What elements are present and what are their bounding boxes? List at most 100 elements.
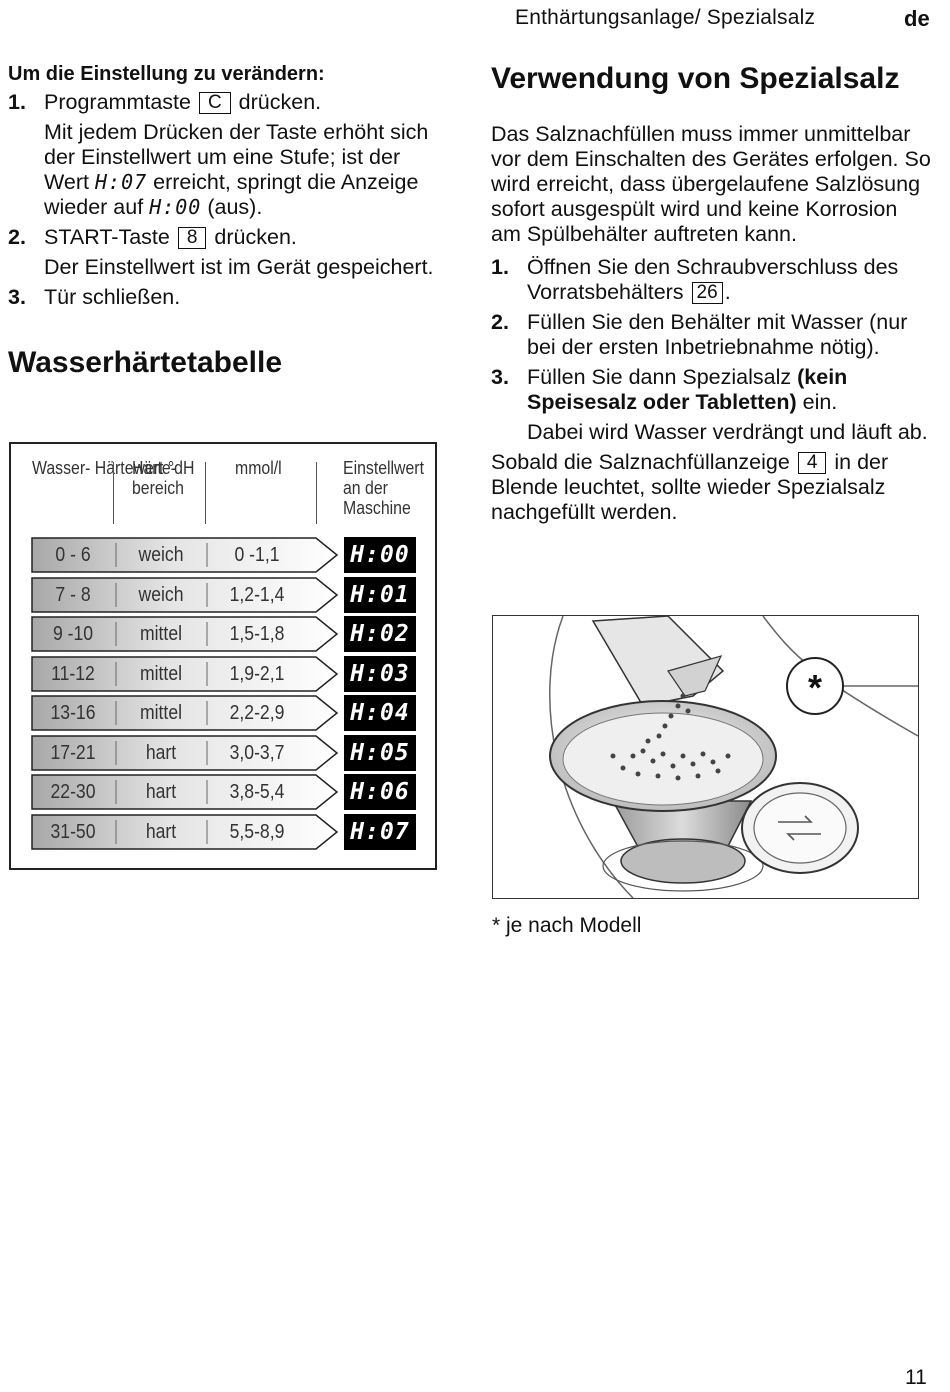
left-step-2: 2. START-Taste 8 drücken. Der Einstellwe… xyxy=(8,225,448,280)
page-number: 11 xyxy=(905,1366,927,1389)
program-key-c: C xyxy=(198,92,231,114)
start-key-8: 8 xyxy=(177,227,207,249)
row-arrow-shape xyxy=(31,774,339,810)
footnote: * je nach Modell xyxy=(492,914,642,937)
header-setting: Einstellwert an der Maschine xyxy=(343,458,424,518)
step-text: Tür schließen. xyxy=(44,285,181,309)
water-hardness-table: Wasser- Härtewert °dH Härte- bereich mmo… xyxy=(9,442,437,870)
setting-display: H:00 xyxy=(344,537,416,573)
step-number: 2. xyxy=(491,310,509,334)
setting-display: H:06 xyxy=(344,774,416,810)
table-row: 13-16 mittel 2,2-2,9 H:04 xyxy=(11,695,431,731)
left-step-3: 3. Tür schließen. xyxy=(8,285,448,310)
step-text: . xyxy=(724,280,731,304)
cell-dh: 31-50 xyxy=(50,820,96,843)
row-arrow-shape xyxy=(31,537,339,573)
setting-display: H:04 xyxy=(344,695,416,731)
cell-range: mittel xyxy=(139,662,183,685)
cell-range: hart xyxy=(145,781,177,803)
step-number: 3. xyxy=(491,365,509,389)
cell-mmol: 3,0-3,7 xyxy=(229,741,285,764)
step-text: Füllen Sie den Behälter mit Wasser (nur … xyxy=(527,310,908,359)
cell-dh: 7 - 8 xyxy=(55,583,91,606)
asterisk-marker: * xyxy=(808,667,822,708)
step-warning: (kein Speisesalz oder Tabletten) xyxy=(527,365,848,414)
cell-mmol: 1,5-1,8 xyxy=(229,623,285,645)
closing-text: Sobald die Salznachfüllanzeige xyxy=(491,450,790,474)
table-row: 22-30 hart 3,8-5,4 H:06 xyxy=(11,774,431,810)
step-text: Öffnen Sie den Schraubverschluss des Vor… xyxy=(527,255,899,304)
row-arrow-shape xyxy=(31,695,339,731)
row-arrow-shape xyxy=(31,655,339,692)
cell-range: hart xyxy=(145,741,177,764)
salt-indicator-ref-4: 4 xyxy=(797,452,827,474)
cell-dh: 13-16 xyxy=(50,702,96,724)
step-detail: Der Einstellwert ist im Gerät gespeicher… xyxy=(44,255,434,279)
closing-text: in der Blende leuchtet, sollte wieder Sp… xyxy=(491,450,889,524)
reservoir-ref-26: 26 xyxy=(691,282,723,304)
right-step-3: 3. Füllen Sie dann Spezialsalz (kein Spe… xyxy=(491,365,931,445)
cell-mmol: 2,2-2,9 xyxy=(229,702,285,724)
header-divider xyxy=(316,462,317,524)
left-step-1: 1. Programmtaste C drücken. Mit jedem Dr… xyxy=(8,90,448,220)
step-text: Füllen Sie dann Spezialsalz xyxy=(527,365,792,389)
salt-grains xyxy=(610,693,731,781)
cell-dh: 0 - 6 xyxy=(55,544,91,566)
funnel-drawing: * xyxy=(493,616,918,898)
cell-dh: 9 -10 xyxy=(52,623,94,645)
arrows-icon xyxy=(778,815,821,841)
header-hardness-range: Härte- bereich xyxy=(132,458,184,498)
step-number: 1. xyxy=(8,90,26,114)
section-heading: Verwendung von Spezialsalz xyxy=(491,62,900,95)
cell-mmol: 0 -1,1 xyxy=(234,544,280,566)
cell-mmol: 3,8-5,4 xyxy=(229,781,285,803)
right-step-1: 1. Öffnen Sie den Schraubverschluss des … xyxy=(491,255,931,305)
cell-range: mittel xyxy=(139,702,183,724)
setting-display: H:03 xyxy=(344,655,416,692)
table-row: 7 - 8 weich 1,2-1,4 H:01 xyxy=(11,576,431,613)
step-number: 1. xyxy=(491,255,509,279)
cell-mmol: 1,2-1,4 xyxy=(229,583,285,606)
step-text: drücken. xyxy=(238,90,322,114)
step-detail: erreicht, springt die Anzeige wieder auf xyxy=(44,170,419,219)
left-column: Um die Einstellung zu verändern: 1. Prog… xyxy=(8,62,448,380)
step-text: drücken. xyxy=(214,225,297,249)
setting-display: H:02 xyxy=(344,616,416,652)
running-header-title: Enthärtungsanlage/ Spezialsalz xyxy=(515,6,816,29)
instruction-subheading: Um die Einstellung zu verändern: xyxy=(8,63,325,85)
row-arrow-shape xyxy=(31,734,339,771)
cell-dh: 22-30 xyxy=(50,781,96,803)
step-number: 2. xyxy=(8,225,26,249)
step-detail: Dabei wird Wasser verdrängt und läuft ab… xyxy=(527,420,928,444)
setting-display: H:01 xyxy=(344,576,416,613)
setting-display: H:05 xyxy=(344,734,416,771)
step-text: Programmtaste xyxy=(44,90,191,114)
display-value: H:07 xyxy=(94,170,148,194)
cell-mmol: 1,9-2,1 xyxy=(229,662,285,685)
right-column: Verwendung von Spezialsalz Das Salznachf… xyxy=(491,62,931,533)
cell-range: mittel xyxy=(139,623,183,645)
cell-mmol: 5,5-8,9 xyxy=(229,820,285,843)
row-arrow-shape xyxy=(31,616,339,652)
step-detail: Mit jedem Drücken der Taste erhöht sich … xyxy=(44,120,429,194)
table-row: 31-50 hart 5,5-8,9 H:07 xyxy=(11,813,431,850)
row-arrow-shape xyxy=(31,576,339,613)
intro-paragraph: Das Salznachfüllen muss immer unmittelba… xyxy=(491,122,931,246)
header-divider xyxy=(113,462,114,524)
row-arrow-shape xyxy=(31,813,339,850)
step-number: 3. xyxy=(8,285,26,309)
setting-display: H:07 xyxy=(344,813,416,850)
cell-range: weich xyxy=(138,583,184,606)
table-row: 17-21 hart 3,0-3,7 H:05 xyxy=(11,734,431,771)
cell-range: hart xyxy=(145,820,177,843)
right-step-2: 2. Füllen Sie den Behälter mit Wasser (n… xyxy=(491,310,931,360)
language-code: de xyxy=(904,6,930,31)
header-mmol: mmol/l xyxy=(235,458,282,478)
cell-dh: 17-21 xyxy=(50,741,96,764)
cell-range: weich xyxy=(138,544,184,566)
model-marker xyxy=(786,657,844,715)
closing-paragraph: Sobald die Salznachfüllanzeige 4 in der … xyxy=(491,450,931,525)
header-divider xyxy=(205,462,206,524)
table-heading: Wasserhärtetabelle xyxy=(8,346,283,379)
